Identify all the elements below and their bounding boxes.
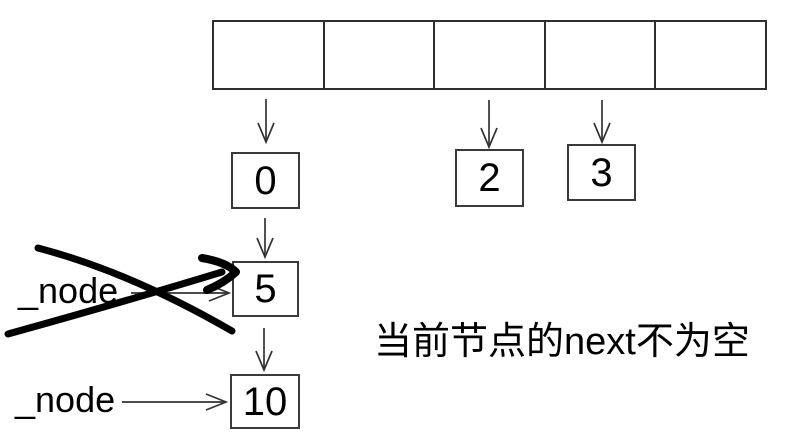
node-value-5: 5 <box>254 267 277 311</box>
node-box-0: 0 <box>231 152 300 209</box>
node-pointer-label-new: _node <box>15 379 116 420</box>
arrow-old-pointer-to-node5-icon <box>131 284 232 302</box>
hash-bucket-array <box>212 20 767 90</box>
node-box-5: 5 <box>232 261 299 317</box>
annotation-text: 当前节点的next不为空 <box>374 321 750 363</box>
node-box-3: 3 <box>567 144 636 201</box>
array-cell-0 <box>214 22 325 88</box>
node-box-2: 2 <box>455 149 524 207</box>
arrow-node5-to-node10-icon <box>255 328 273 373</box>
arrow-node0-to-node5-icon <box>256 218 274 260</box>
array-cell-1 <box>324 22 436 88</box>
array-cell-3 <box>545 22 657 88</box>
arrow-cell2-to-node2-icon <box>480 100 498 150</box>
node-value-0: 0 <box>254 158 277 203</box>
node-value-2: 2 <box>478 156 501 200</box>
node-value-3: 3 <box>590 150 613 195</box>
arrow-new-pointer-to-node10-icon <box>122 393 229 411</box>
array-cell-2 <box>435 22 546 88</box>
node-box-10: 10 <box>230 374 300 429</box>
arrow-cell0-to-node0-icon <box>257 99 275 145</box>
arrow-cell3-to-node3-icon <box>593 100 611 145</box>
array-cell-4 <box>656 22 765 88</box>
node-pointer-label-old: _node <box>18 270 119 311</box>
node-value-10: 10 <box>242 379 288 424</box>
